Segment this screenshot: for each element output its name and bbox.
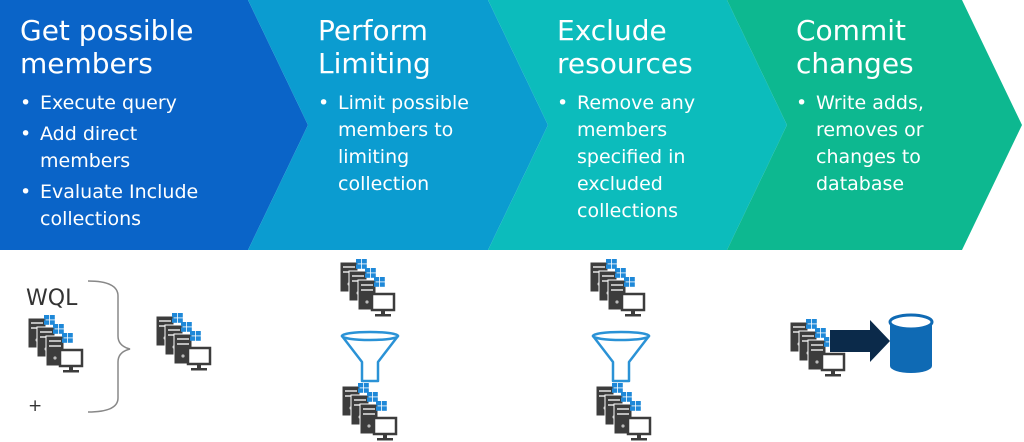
- bullet-item: •Write adds, removes or changes to datab…: [796, 92, 924, 195]
- step-title-line: changes: [796, 47, 914, 80]
- step-title: Commit changes: [796, 14, 966, 80]
- chevron-step-3: [488, 0, 787, 250]
- bullet-list: •Write adds, removes or changes to datab…: [796, 90, 966, 198]
- step-title-line: Commit: [796, 14, 906, 47]
- wql-label: WQL: [26, 286, 78, 311]
- computers-icon: [28, 315, 82, 373]
- brace-icon: [87, 280, 131, 413]
- step-title-line: resources: [557, 47, 693, 80]
- computers-icon: [156, 313, 210, 371]
- computers-icon: [342, 383, 396, 441]
- step-title-line: Get possible: [20, 14, 194, 47]
- bullet-list: •Limit possible members to limiting coll…: [318, 90, 488, 198]
- step-perform-limiting: Perform Limiting •Limit possible members…: [318, 0, 488, 250]
- bullet-item: •Limit possible members to limiting coll…: [318, 92, 469, 195]
- bottom-illustrations: [0, 250, 934, 442]
- bullet-item: •Evaluate Include collections: [20, 181, 199, 230]
- step-title: Exclude resources: [557, 14, 727, 80]
- computers-icon: [596, 383, 650, 441]
- arrow-icon: [830, 320, 890, 362]
- computers-icon: [340, 259, 394, 317]
- bullet-list: •Remove any members specified in exclude…: [557, 90, 727, 225]
- step-title-line: Exclude: [557, 14, 667, 47]
- step-title: Get possible members: [20, 14, 250, 80]
- step-exclude-resources: Exclude resources •Remove any members sp…: [557, 0, 727, 250]
- chevron-step-1: [0, 0, 308, 250]
- bullet-item: •Add direct members: [20, 123, 138, 172]
- chevron-step-2: [248, 0, 548, 250]
- step-title: Perform Limiting: [318, 14, 488, 80]
- step-title-line: Limiting: [318, 47, 431, 80]
- funnel-icon: [340, 330, 400, 383]
- chevron-step-4: [727, 0, 1022, 250]
- step-commit-changes: Commit changes •Write adds, removes or c…: [796, 0, 966, 250]
- bullet-item: •Remove any members specified in exclude…: [557, 92, 696, 222]
- computers-icon: [590, 259, 644, 317]
- bullet-item: •Execute query: [20, 92, 177, 114]
- plus-label: +: [28, 396, 43, 416]
- step-get-possible-members: Get possible members •Execute query •Add…: [20, 0, 250, 250]
- step-title-line: members: [20, 47, 153, 80]
- database-icon: [888, 313, 934, 373]
- step-title-line: Perform: [318, 14, 428, 47]
- bullet-list: •Execute query •Add direct members •Eval…: [20, 90, 250, 233]
- funnel-icon: [591, 330, 651, 383]
- process-chevron-band: [0, 0, 1022, 250]
